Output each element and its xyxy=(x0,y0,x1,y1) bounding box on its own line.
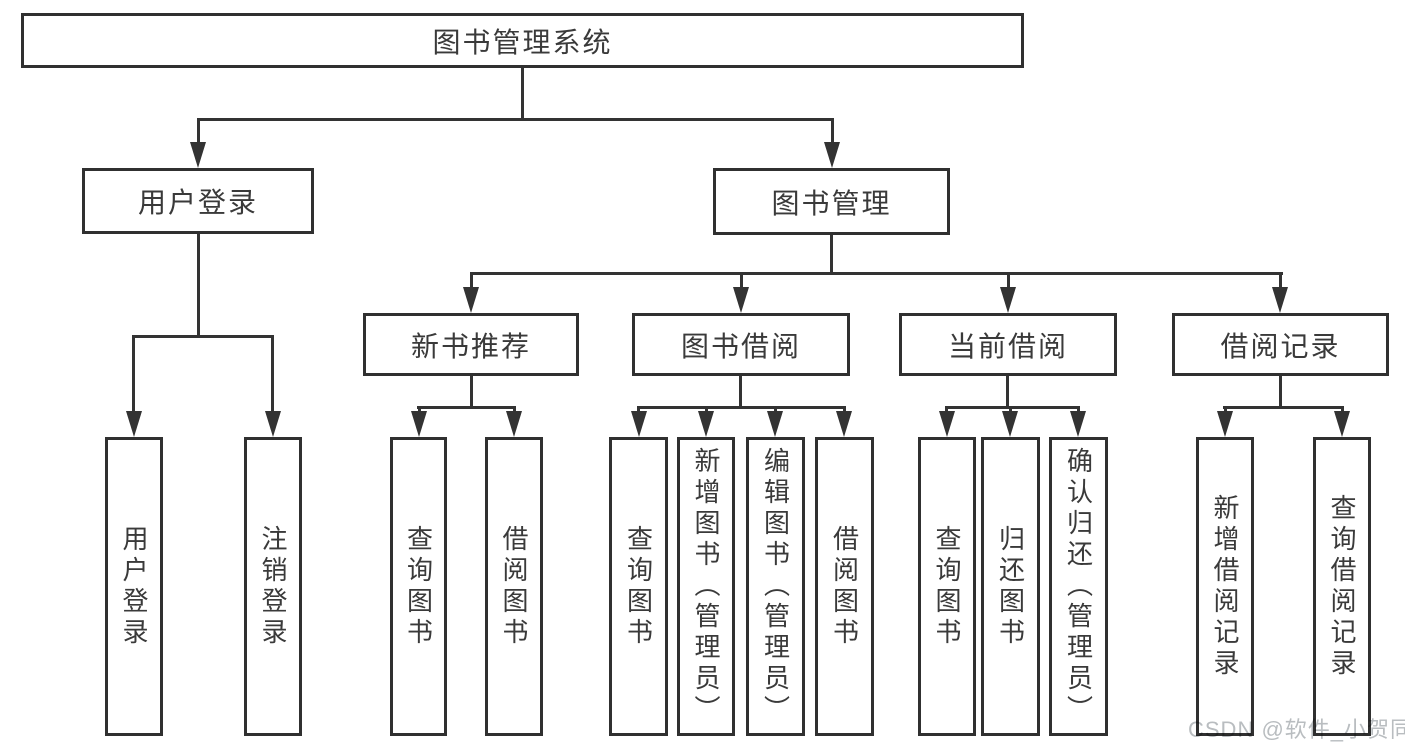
connector-line xyxy=(197,118,834,121)
leaf-edit-book-admin: 编辑图书（管理员） xyxy=(746,437,805,736)
connector-line xyxy=(197,118,200,145)
node-label: 用户登录 xyxy=(119,524,149,649)
node-label: 查询图书 xyxy=(403,524,434,649)
node-new-book-recommend: 新书推荐 xyxy=(363,313,579,376)
arrowhead-down-icon xyxy=(733,287,749,313)
arrowhead-down-icon xyxy=(1000,287,1016,313)
arrowhead-down-icon xyxy=(824,142,840,168)
arrowhead-down-icon xyxy=(411,411,427,437)
node-label: 新书推荐 xyxy=(410,330,531,362)
node-label: 用户登录 xyxy=(137,187,258,218)
leaf-borrow-book: 借阅图书 xyxy=(815,437,874,736)
arrowhead-down-icon xyxy=(1217,411,1233,437)
connector-line xyxy=(470,376,473,409)
node-label: 借阅记录 xyxy=(1220,330,1341,362)
leaf-borrow-book-recommend: 借阅图书 xyxy=(485,437,543,736)
connector-line xyxy=(1279,376,1282,409)
arrowhead-down-icon xyxy=(506,411,522,437)
connector-line xyxy=(271,335,274,414)
connector-line xyxy=(843,406,846,414)
arrowhead-down-icon xyxy=(126,411,142,437)
arrowhead-down-icon xyxy=(1002,411,1018,437)
arrowhead-down-icon xyxy=(767,411,783,437)
node-book-management: 图书管理 xyxy=(713,168,950,235)
arrowhead-down-icon xyxy=(836,411,852,437)
node-label: 查询图书 xyxy=(932,524,962,649)
leaf-return-book: 归还图书 xyxy=(981,437,1040,736)
arrowhead-down-icon xyxy=(631,411,647,437)
connector-line xyxy=(1077,406,1080,414)
leaf-add-book-admin: 新增图书（管理员） xyxy=(677,437,735,736)
connector-line xyxy=(418,406,421,414)
arrowhead-down-icon xyxy=(190,142,206,168)
node-current-borrow: 当前借阅 xyxy=(899,313,1117,376)
arrowhead-down-icon xyxy=(463,287,479,313)
node-label: 查询图书 xyxy=(623,524,654,649)
connector-line xyxy=(470,272,473,290)
node-label: 归还图书 xyxy=(995,524,1026,649)
connector-line xyxy=(637,406,640,414)
arrowhead-down-icon xyxy=(698,411,714,437)
arrowhead-down-icon xyxy=(1070,411,1086,437)
node-label: 图书管理 xyxy=(771,187,892,219)
node-label: 借阅图书 xyxy=(499,524,529,649)
watermark-text: CSDN @软件_小贺同学 xyxy=(1188,717,1405,742)
connector-line xyxy=(945,406,948,414)
connector-line xyxy=(774,406,777,414)
node-root: 图书管理系统 xyxy=(21,13,1024,68)
node-user-login: 用户登录 xyxy=(82,168,314,234)
leaf-confirm-return-admin: 确认归还（管理员） xyxy=(1049,437,1108,736)
connector-line xyxy=(1224,406,1227,414)
connector-line xyxy=(830,235,833,275)
connector-line xyxy=(1006,376,1009,409)
leaf-logout-login: 注销登录 xyxy=(244,437,302,736)
connector-line xyxy=(132,335,135,414)
node-label: 图书管理系统 xyxy=(432,26,613,58)
arrowhead-down-icon xyxy=(265,411,281,437)
connector-line xyxy=(740,272,743,290)
connector-line xyxy=(513,406,516,414)
connector-line xyxy=(1007,272,1010,290)
connector-line xyxy=(1341,406,1344,414)
connector-line xyxy=(637,406,846,409)
connector-line xyxy=(521,68,524,121)
connector-line xyxy=(831,118,834,145)
node-book-borrow: 图书借阅 xyxy=(632,313,850,376)
node-label: 借阅图书 xyxy=(829,524,860,649)
leaf-add-borrow-record: 新增借阅记录 xyxy=(1196,437,1254,736)
node-label: 新增借阅记录 xyxy=(1210,493,1240,680)
connector-line xyxy=(470,272,1283,275)
arrowhead-down-icon xyxy=(939,411,955,437)
leaf-query-book-current: 查询图书 xyxy=(918,437,976,736)
node-label: 查询借阅记录 xyxy=(1327,493,1357,680)
node-label: 图书借阅 xyxy=(680,330,801,362)
leaf-query-borrow-record: 查询借阅记录 xyxy=(1313,437,1371,736)
arrowhead-down-icon xyxy=(1334,411,1350,437)
connector-line xyxy=(945,406,1080,409)
leaf-user-login: 用户登录 xyxy=(105,437,163,736)
connector-line xyxy=(705,406,708,414)
node-label: 编辑图书（管理员） xyxy=(760,447,791,726)
connector-line xyxy=(197,234,200,338)
connector-line xyxy=(132,335,274,338)
leaf-query-book-borrow: 查询图书 xyxy=(609,437,668,736)
arrowhead-down-icon xyxy=(1272,287,1288,313)
connector-line xyxy=(1223,406,1344,409)
node-label: 确认归还（管理员） xyxy=(1063,447,1094,726)
node-borrow-records: 借阅记录 xyxy=(1172,313,1389,376)
connector-line xyxy=(1009,406,1012,414)
node-label: 新增图书（管理员） xyxy=(691,447,721,726)
leaf-query-book-recommend: 查询图书 xyxy=(390,437,447,736)
connector-line xyxy=(739,376,742,409)
connector-line xyxy=(1279,272,1282,290)
connector-line xyxy=(417,406,516,409)
node-label: 注销登录 xyxy=(258,524,288,649)
node-label: 当前借阅 xyxy=(947,330,1068,362)
